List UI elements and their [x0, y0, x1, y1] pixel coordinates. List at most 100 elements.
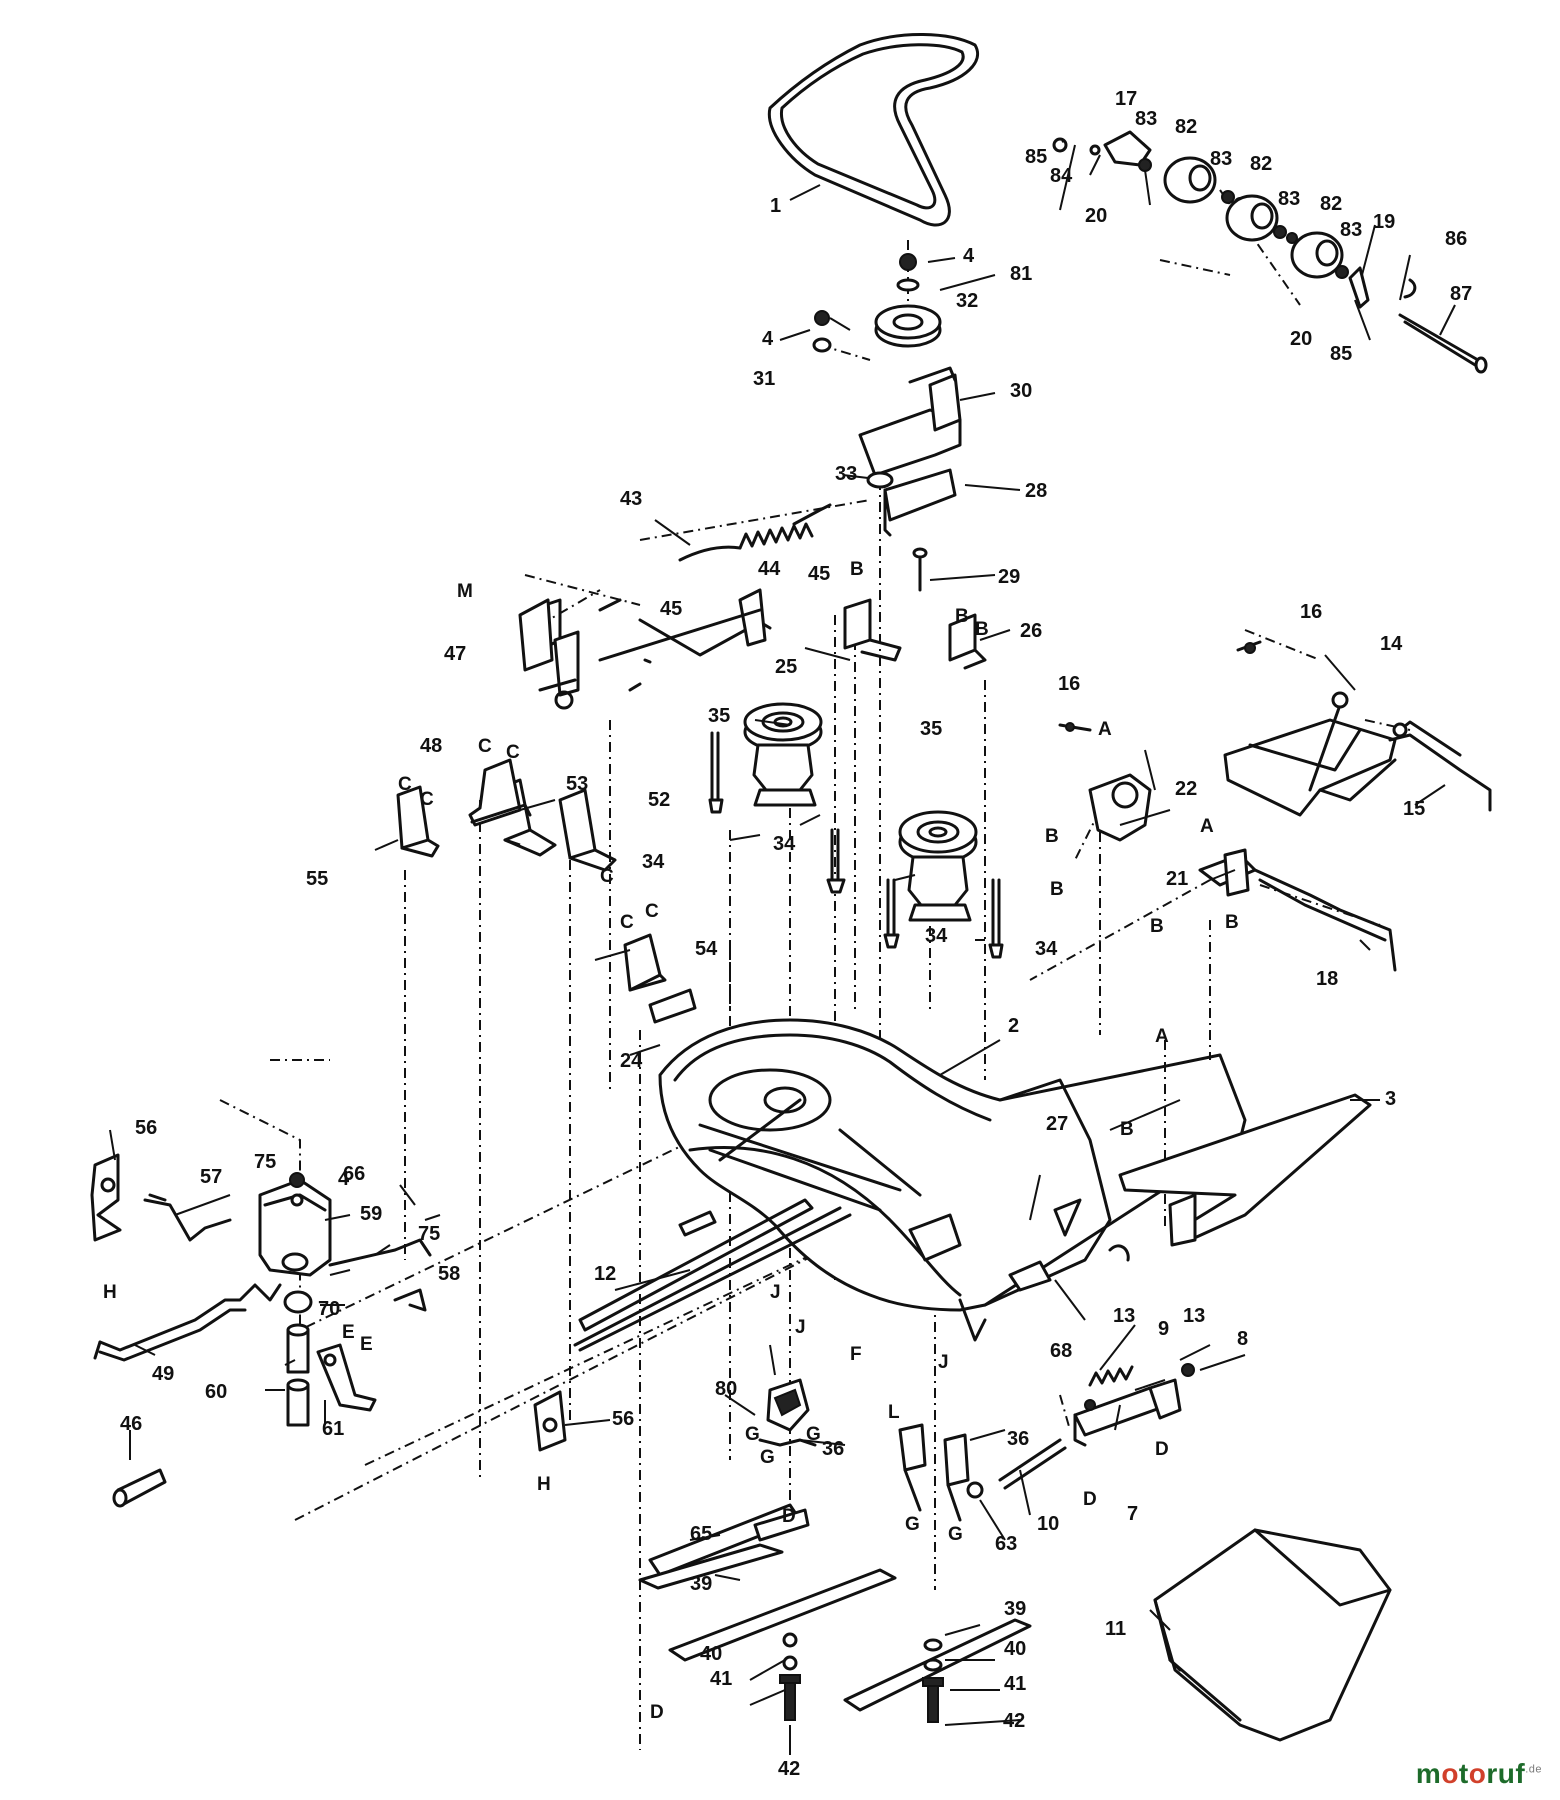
spindle-left [743, 702, 823, 807]
brand-name: motoruf [1415, 1758, 1526, 1789]
callout-58: 58 [438, 1263, 460, 1285]
bracket-22 [1058, 722, 1152, 842]
callout-75: 75 [418, 1223, 440, 1245]
callout-8: 8 [1237, 1328, 1248, 1350]
callout-24: 24 [620, 1050, 643, 1072]
ref-D: D [1155, 1439, 1169, 1460]
rods-12 [573, 1198, 852, 1352]
callout-43: 43 [620, 488, 642, 510]
ref-B: B [1120, 1119, 1134, 1140]
deck-rail-3 [1118, 1093, 1372, 1247]
callout-59: 59 [360, 1203, 382, 1225]
callout-68: 68 [1050, 1340, 1072, 1362]
callout-14: 14 [1380, 633, 1403, 655]
callout-1: 1 [770, 195, 781, 217]
ref-D: D [1083, 1489, 1097, 1510]
callout-52: 52 [648, 789, 670, 811]
callout-66: 66 [343, 1163, 365, 1185]
callout-85: 85 [1330, 343, 1352, 365]
callout-53: 53 [566, 773, 588, 795]
callout-81: 81 [1010, 263, 1032, 285]
ref-C: C [420, 789, 434, 810]
callout-48: 48 [420, 735, 442, 757]
callout-55: 55 [306, 868, 328, 890]
ref-E: E [342, 1322, 355, 1343]
callout-11: 11 [1105, 1618, 1126, 1640]
ref-M: M [457, 581, 473, 602]
ref-J: J [938, 1352, 949, 1373]
callout-17: 17 [1115, 88, 1137, 110]
callout-83: 83 [1278, 188, 1300, 210]
spring-linkage [518, 503, 832, 710]
alignment-lines [219, 189, 1411, 1750]
ref-H: H [537, 1474, 551, 1495]
callout-27: 27 [1046, 1113, 1068, 1135]
callout-4: 4 [762, 328, 774, 350]
callout-15: 15 [1403, 798, 1425, 820]
callout-41: 41 [710, 1668, 732, 1690]
mower-deck [658, 1018, 1247, 1342]
callout-25: 25 [775, 656, 797, 678]
callout-21: 21 [1166, 868, 1188, 890]
callout-34: 34 [642, 851, 665, 873]
ref-A: A [1200, 816, 1214, 837]
callout-82: 82 [1250, 153, 1272, 175]
callout-42: 42 [1003, 1710, 1025, 1732]
ref-C: C [478, 736, 492, 757]
callout-83: 83 [1210, 148, 1232, 170]
brand-watermark: motoruf.de [1416, 1758, 1542, 1790]
drive-belt [767, 33, 980, 227]
callout-26: 26 [1020, 620, 1042, 642]
callout-49: 49 [152, 1363, 174, 1385]
ref-G: G [760, 1447, 775, 1468]
ref-B: B [975, 619, 989, 640]
callout-44: 44 [758, 558, 781, 580]
ref-C: C [398, 774, 412, 795]
brackets [396, 598, 987, 1024]
callout-57: 57 [200, 1166, 222, 1188]
callout-39: 39 [1004, 1598, 1026, 1620]
callout-35: 35 [920, 718, 942, 740]
callout-31: 31 [753, 368, 775, 390]
ref-A: A [1155, 1026, 1169, 1047]
callout-56: 56 [135, 1117, 157, 1139]
lift-lever-14-15 [1223, 640, 1492, 817]
callout-16: 16 [1058, 673, 1080, 695]
ref-B: B [955, 606, 969, 627]
callout-41: 41 [1004, 1673, 1026, 1695]
ref-G: G [948, 1524, 963, 1545]
callout-13: 13 [1113, 1305, 1135, 1327]
ref-C: C [620, 912, 634, 933]
callout-54: 54 [695, 938, 718, 960]
callout-83: 83 [1135, 108, 1157, 130]
callout-83: 83 [1340, 219, 1362, 241]
callout-87: 87 [1450, 283, 1472, 305]
ref-F: F [850, 1344, 862, 1365]
callout-39: 39 [690, 1573, 712, 1595]
right-lower-parts [998, 1363, 1392, 1742]
spindle-right [898, 810, 978, 922]
lower-center-parts [648, 1378, 984, 1577]
idler-pulley-32 [812, 253, 942, 353]
blades-39 [638, 1543, 1032, 1723]
callout-40: 40 [700, 1643, 722, 1665]
callout-19: 19 [1373, 211, 1395, 233]
ref-G: G [745, 1424, 760, 1445]
callout-61: 61 [322, 1418, 344, 1440]
callout-20: 20 [1290, 328, 1312, 350]
callout-34: 34 [1035, 938, 1058, 960]
callout-numbers: 1 2 3 4 4 4 7 8 9 10 11 12 13 13 14 15 1… [120, 88, 1472, 1780]
callout-40: 40 [1004, 1638, 1026, 1660]
reference-letters: A A A B B B B B B B B C C C C C C C D D … [103, 559, 1239, 1723]
callout-13: 13 [1183, 1305, 1205, 1327]
callout-82: 82 [1175, 116, 1197, 138]
callout-36: 36 [1007, 1428, 1029, 1450]
callout-75: 75 [254, 1151, 276, 1173]
callout-85: 85 [1025, 146, 1047, 168]
callout-22: 22 [1175, 778, 1197, 800]
ref-J: J [770, 1282, 781, 1303]
ref-C: C [645, 901, 659, 922]
callout-7: 7 [1127, 1503, 1138, 1525]
ref-J: J [795, 1317, 806, 1338]
ref-C: C [600, 866, 614, 887]
